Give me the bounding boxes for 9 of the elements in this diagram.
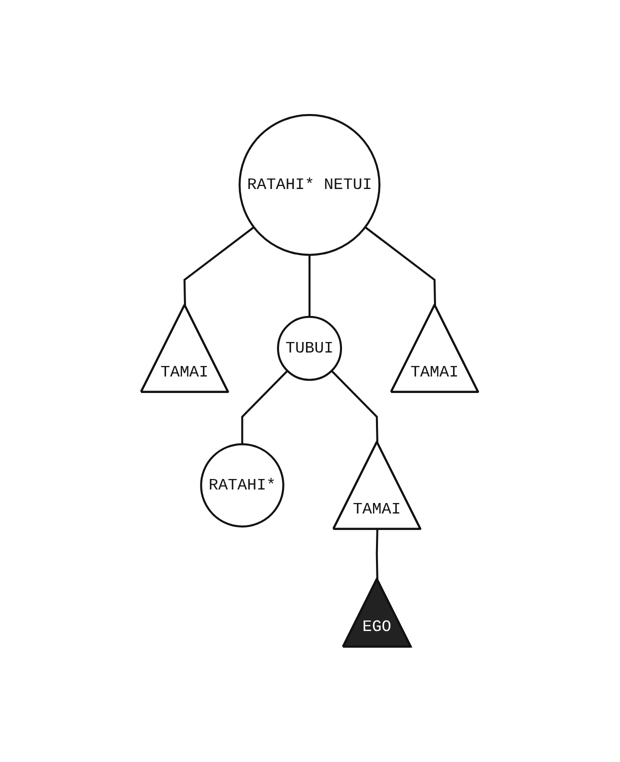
node-circle: TUBUI [277, 316, 342, 381]
connector [184, 226, 255, 306]
connector [331, 370, 379, 443]
connector [365, 226, 436, 306]
connector [242, 370, 289, 444]
connector [309, 254, 311, 317]
node-circle: RATAHI* [200, 443, 285, 528]
connector [376, 530, 379, 580]
node-circle: RATAHI* NETUI [239, 114, 381, 256]
